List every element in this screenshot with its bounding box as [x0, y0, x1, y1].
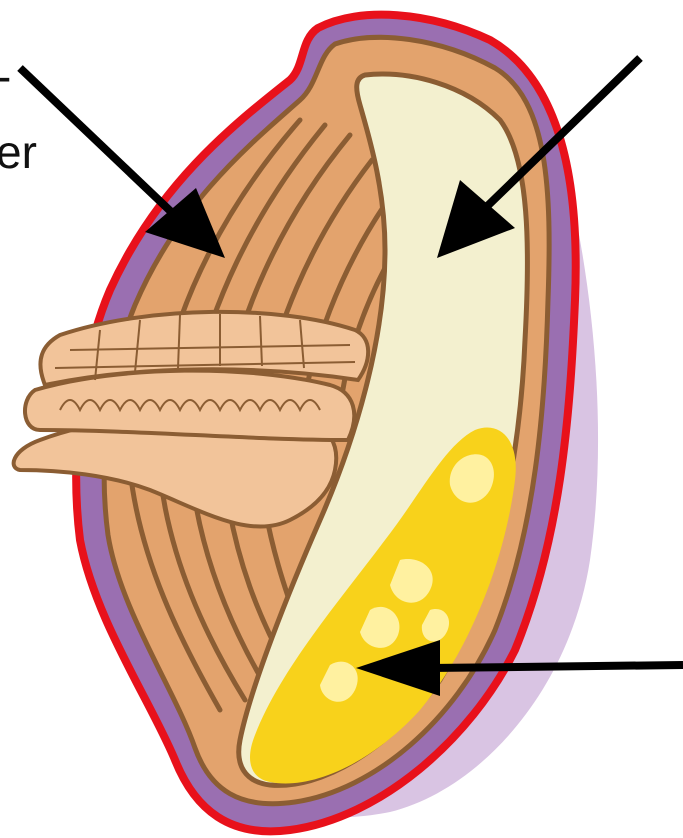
arrow-upper-left-shaft	[20, 68, 185, 225]
peeled-layers	[14, 312, 369, 527]
arrow-lower-right-shaft	[430, 665, 683, 668]
label-top-left-line1: -	[0, 50, 11, 102]
label-top-left-line2: er	[0, 126, 37, 178]
